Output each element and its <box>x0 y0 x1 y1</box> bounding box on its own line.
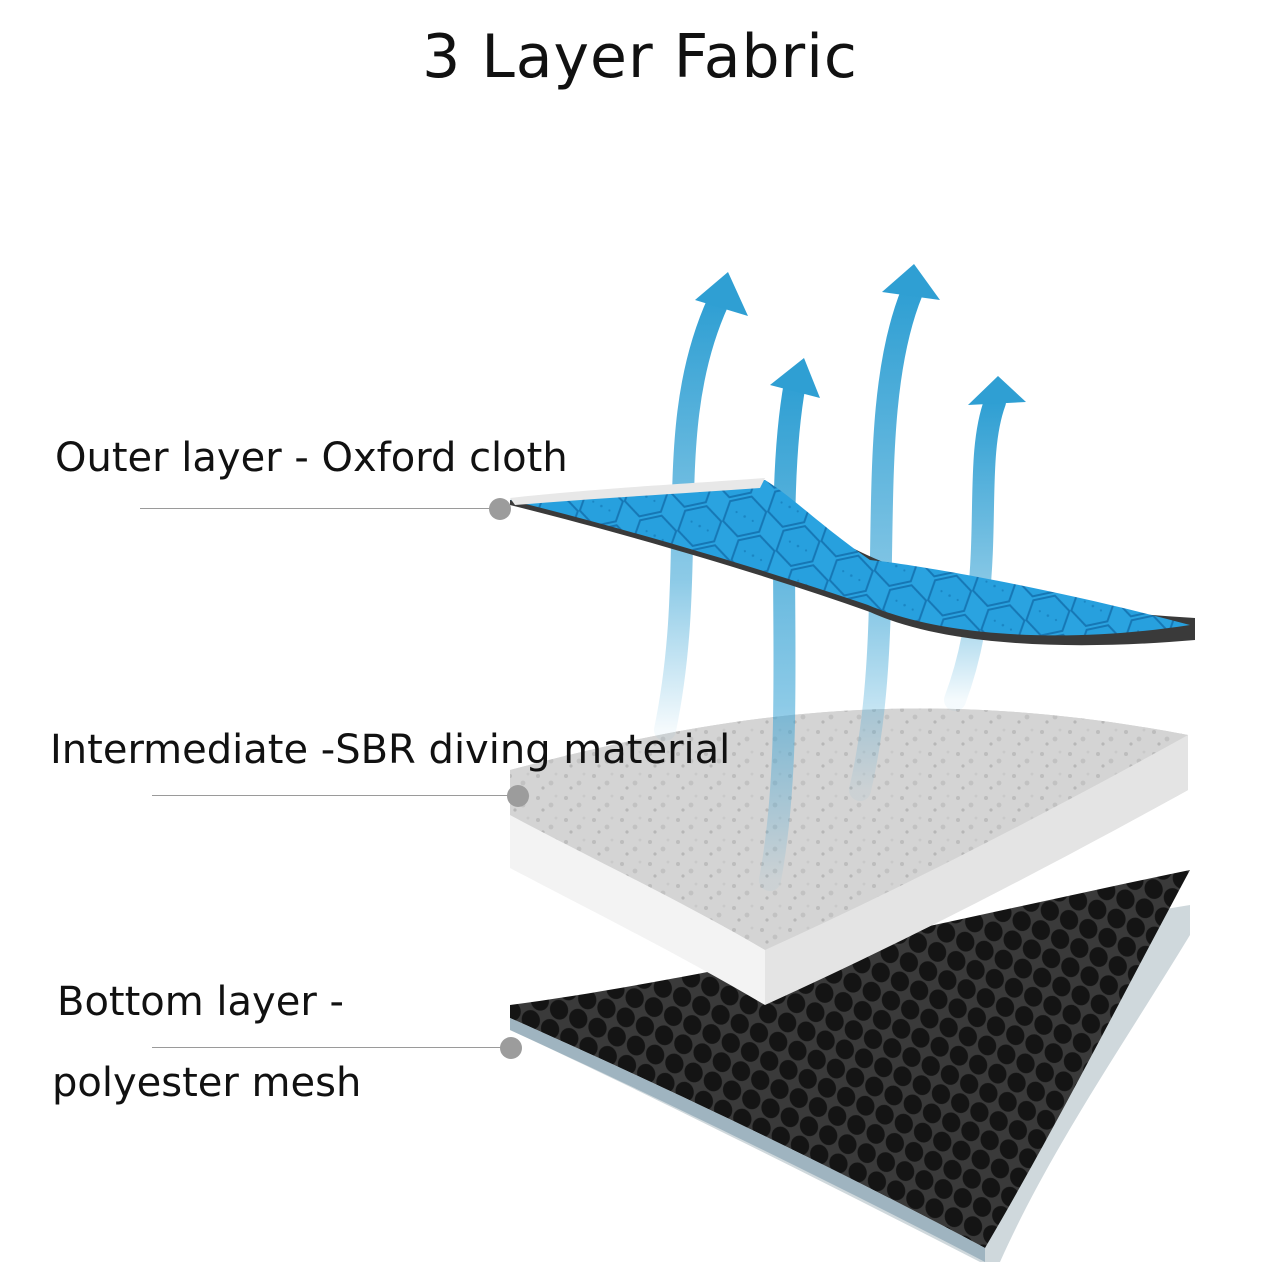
intermediate-leader-dot <box>507 785 529 807</box>
intermediate-leader-line <box>152 795 517 796</box>
bottom-leader-line <box>152 1047 507 1048</box>
outer-layer-label: Outer layer - Oxford cloth <box>55 435 568 481</box>
intermediate-foam-layer <box>510 708 1188 1005</box>
outer-leader-line <box>140 508 500 509</box>
bottom-leader-dot <box>500 1037 522 1059</box>
bottom-mesh-layer <box>510 870 1190 1262</box>
arrow-heads <box>695 264 1026 405</box>
intermediate-layer-label: Intermediate -SBR diving material <box>50 727 731 773</box>
bottom-layer-label-line1: Bottom layer - <box>57 979 344 1025</box>
diagram-title: 3 Layer Fabric <box>422 22 858 92</box>
bottom-layer-label-line2: polyester mesh <box>52 1060 362 1106</box>
outer-leader-dot <box>489 498 511 520</box>
outer-oxford-layer <box>510 478 1195 646</box>
